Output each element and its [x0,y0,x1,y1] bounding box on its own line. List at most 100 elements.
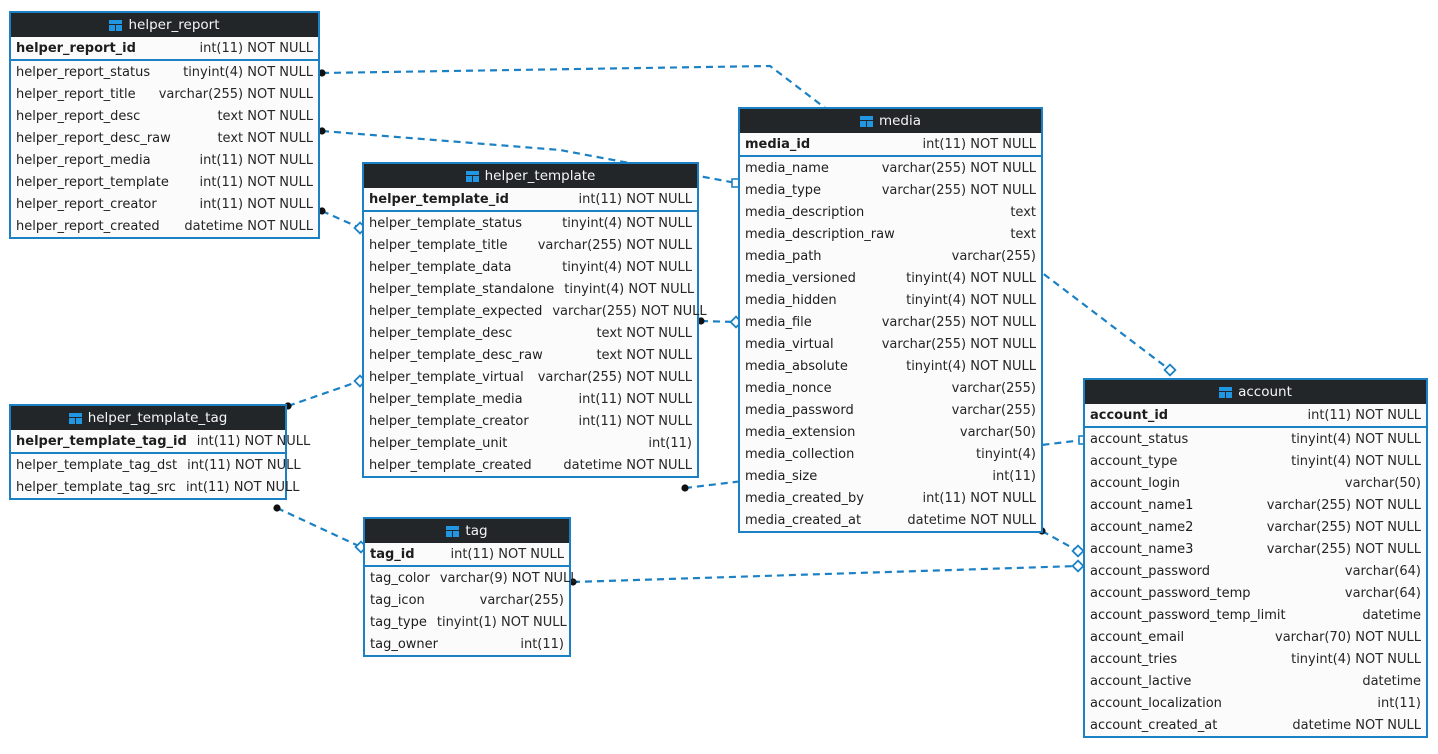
relation-endpoint-diamond [1071,559,1085,573]
table-title: helper_template [484,168,596,184]
column-row[interactable]: media_versioned tinyint(4) NOT NULL [740,267,1041,289]
column-name: helper_report_creator [16,196,157,212]
column-type: tinyint(4) NOT NULL [562,259,692,275]
table-header[interactable]: account [1085,380,1426,404]
column-type: int(11) [1377,695,1421,711]
table-header[interactable]: helper_report [11,13,318,37]
column-type: tinyint(4) NOT NULL [906,270,1036,286]
table-title: helper_template_tag [87,410,228,426]
column-name: helper_template_virtual [369,369,524,385]
column-type: int(11) [648,435,692,451]
column-name: media_name [745,160,829,176]
table-header[interactable]: media [740,109,1041,133]
table-header[interactable]: helper_template [364,164,697,188]
column-type: tinyint(4) [975,446,1036,462]
table-helper_template_tag[interactable]: helper_template_tag helper_template_tag_i… [9,404,310,500]
column-name: tag_owner [370,636,438,652]
column-name: helper_report_id [16,40,136,56]
column-name: helper_template_tag_id [16,433,187,449]
column-name: account_id [1090,407,1169,423]
column-name: media_versioned [745,270,856,286]
table-header[interactable]: tag [365,519,569,543]
column-name: helper_report_title [16,86,136,102]
column-type: varchar(255) NOT NULL [1266,497,1421,513]
column-name: helper_template_created [369,457,532,473]
column-name: media_absolute [745,358,848,374]
table-icon [446,525,460,537]
column-type: tinyint(4) NOT NULL [564,281,695,297]
table-icon [859,115,873,127]
column-name: helper_report_media [16,152,151,168]
column-type: int(11) NOT NULL [450,546,564,562]
table-header[interactable]: helper_template_tag [11,406,285,430]
